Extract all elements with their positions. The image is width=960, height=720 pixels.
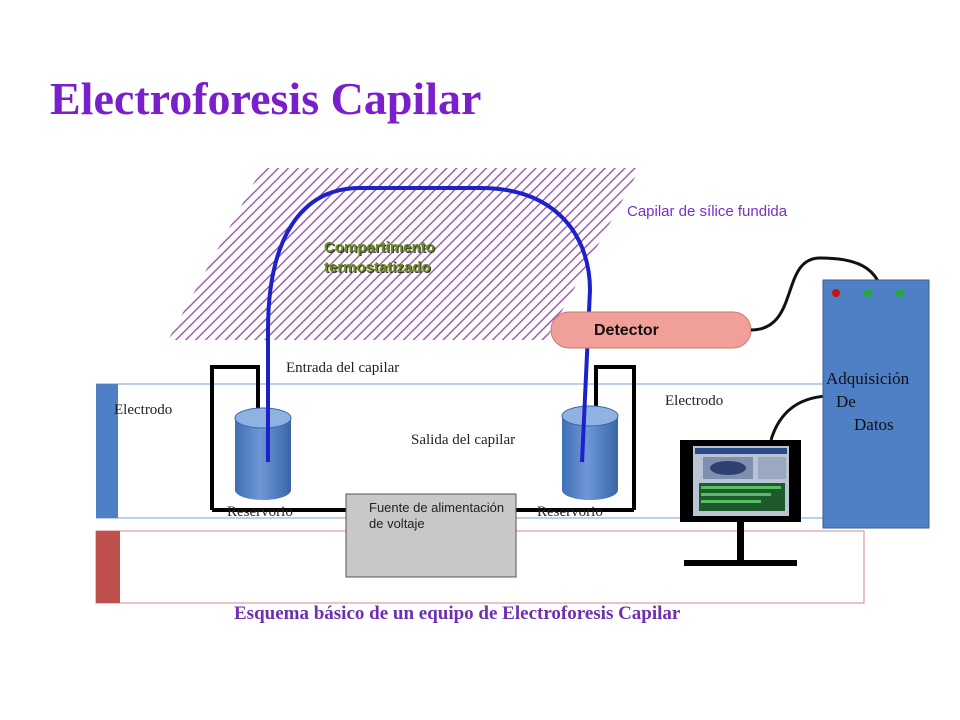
monitor-cable — [769, 394, 827, 441]
power-supply — [345, 493, 517, 578]
reservoir-left — [234, 407, 292, 500]
compartment-label-line2: termostatizado — [324, 259, 431, 276]
capillary-outlet-label: Salida del capilar — [411, 432, 516, 448]
fused-silica-capillary — [266, 186, 593, 463]
reservoir-right-label: Reservorio — [537, 504, 603, 520]
thermostatted-compartment — [168, 168, 640, 340]
detector-label: Detector — [594, 322, 659, 339]
data-acquisition-label: Adquisición De Datos — [826, 367, 932, 436]
led-green-icon — [864, 289, 872, 297]
capillary-inlet-label: Entrada del capilar — [286, 360, 400, 376]
data-acquisition-unit — [822, 279, 930, 529]
electrode-right-label: Electrodo — [665, 393, 724, 409]
electrode-left-label: Electrodo — [114, 402, 173, 418]
compartment-label-line1: Compartimento — [324, 239, 435, 256]
reservoir-right — [561, 405, 619, 500]
power-supply-label: Fuente de alimentación de voltaje — [369, 500, 505, 531]
led-green-icon — [896, 289, 904, 297]
blue-accent-bar — [96, 384, 118, 518]
daq-label-line3: Datos — [854, 415, 894, 434]
capillary-label: Capilar de sílice fundida — [627, 203, 788, 220]
daq-label-line2: De — [836, 392, 856, 411]
compartment-label: Compartimento termostatizado — [324, 238, 435, 278]
daq-label-line1: Adquisición — [826, 369, 910, 388]
red-accent-bar — [96, 531, 120, 603]
computer-monitor-icon — [680, 440, 801, 566]
led-red-icon — [832, 289, 840, 297]
page-title: Electroforesis Capilar — [50, 73, 482, 124]
diagram-caption: Esquema básico de un equipo de Electrofo… — [234, 603, 681, 624]
reservoir-left-label: Reservorio — [227, 504, 293, 520]
detector-cable — [750, 256, 880, 332]
